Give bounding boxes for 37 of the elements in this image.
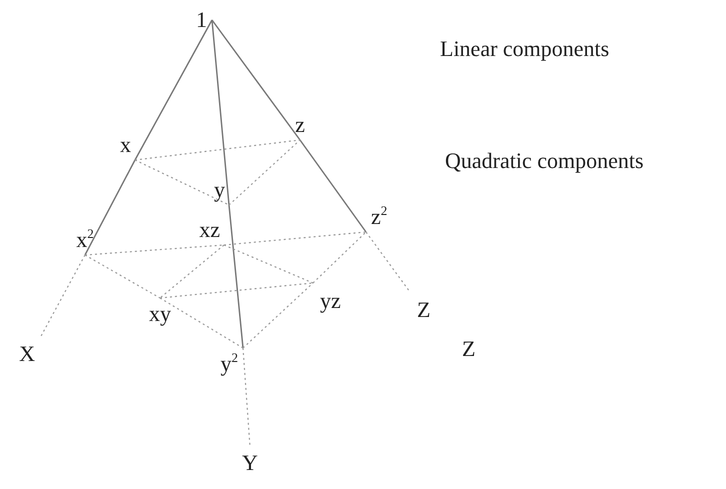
axis-line [299, 140, 367, 232]
dotted-line [160, 282, 314, 299]
term-label: z$^{2}$ [370, 205, 388, 229]
dotted-line [40, 254, 86, 338]
axis-label: Z [416, 298, 432, 322]
term-label: y$^{2}$ [220, 352, 239, 376]
dotted-line [84, 244, 224, 256]
term-label: yz [319, 289, 342, 313]
dotted-line [242, 348, 251, 448]
dotted-line [224, 231, 366, 246]
axis-line [211, 20, 230, 206]
term-label: x$^{2}$ [75, 228, 95, 252]
component-label: Quadratic components [445, 150, 644, 172]
axis-line [84, 160, 136, 256]
dotted-line [134, 139, 300, 161]
dotted-line [228, 140, 300, 206]
term-label: 1 [195, 8, 208, 32]
term-label: xz [198, 218, 221, 242]
dotted-line [312, 232, 366, 284]
axis-label: X [18, 342, 36, 366]
axis-label: Y [241, 451, 259, 475]
dotted-line [242, 282, 314, 348]
dotted-line [134, 160, 230, 206]
axis-line [211, 20, 301, 140]
term-label: x [119, 133, 132, 157]
axis-label: Z [462, 338, 476, 360]
dotted-line [160, 298, 244, 348]
term-label: xy [148, 302, 172, 326]
term-label: z [294, 113, 306, 137]
component-label: Linear components [440, 38, 610, 60]
term-label: y [213, 178, 226, 202]
dotted-line [366, 232, 410, 292]
dotted-line [224, 244, 314, 284]
dotted-line [84, 254, 160, 298]
dotted-line [160, 244, 224, 298]
axis-line [228, 204, 244, 348]
axis-line [134, 20, 213, 160]
